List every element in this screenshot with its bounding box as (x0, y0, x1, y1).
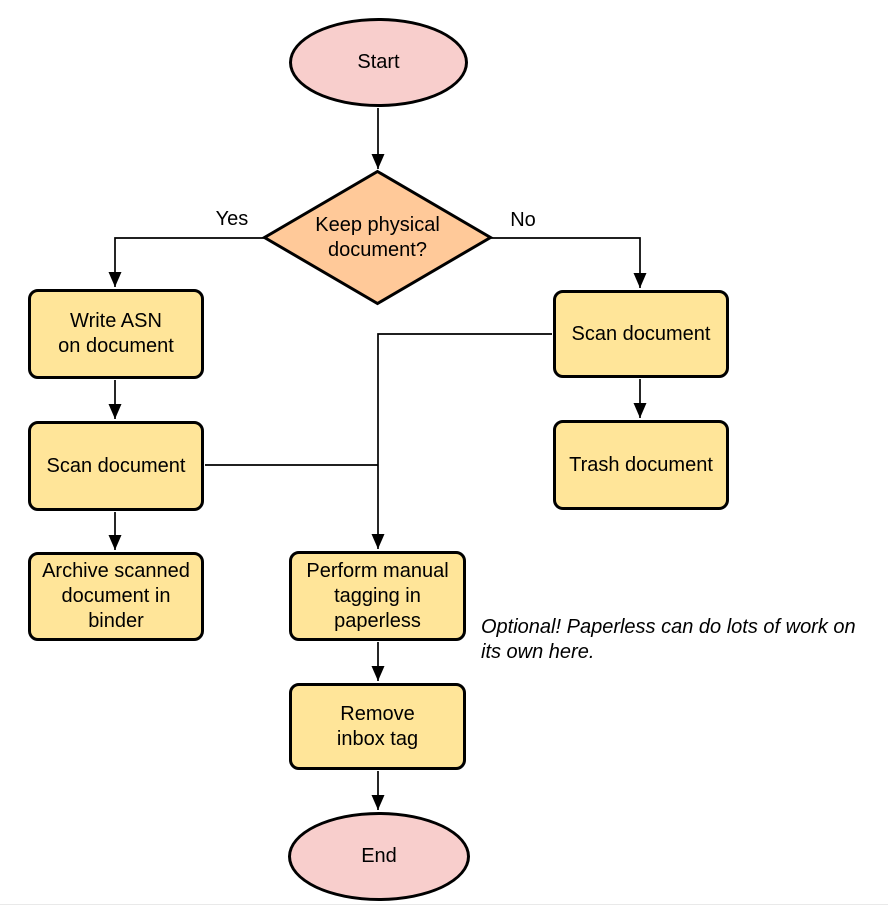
node-end: End (288, 812, 470, 901)
node-remove-inbox: Remove inbox tag (289, 683, 466, 770)
node-decision-label: Keep physical document? (315, 214, 440, 261)
node-decision-shape (261, 169, 494, 306)
edge-decision-writeasn (108, 237, 264, 287)
node-scan-left-label: Scan document (46, 454, 186, 477)
optional-note-text: Optional! Paperless can do lots of work … (481, 616, 856, 663)
edge-label-no: No (494, 209, 552, 232)
node-start: Start (289, 18, 468, 107)
edge-label-yes: Yes (200, 208, 264, 231)
node-scan-right: Scan document (553, 290, 729, 378)
page-bottom-divider (0, 904, 888, 905)
node-tagging: Perform manual tagging in paperless (289, 551, 466, 641)
node-trash-label: Trash document (569, 453, 713, 476)
optional-note: Optional! Paperless can do lots of work … (481, 591, 887, 664)
node-scan-right-label: Scan document (571, 322, 711, 345)
node-remove-inbox-label: Remove inbox tag (336, 702, 419, 750)
node-archive-label: Archive scanned document in binder (42, 560, 190, 632)
edge-decision-scanright (491, 237, 647, 288)
edge-label-yes-text: Yes (215, 208, 249, 230)
node-tagging-label: Perform manual tagging in paperless (306, 559, 449, 632)
node-write-asn: Write ASN on document (28, 289, 204, 379)
node-trash: Trash document (553, 420, 729, 510)
node-scan-left: Scan document (28, 421, 204, 511)
edge-label-no-text: No (510, 209, 536, 231)
edge-scanright-tagging (371, 333, 552, 549)
node-archive: Archive scanned document in binder (28, 552, 204, 641)
node-end-label: End (361, 845, 397, 867)
node-start-label: Start (357, 51, 400, 73)
node-decision: Keep physical document? (287, 212, 468, 264)
node-write-asn-label: Write ASN on document (58, 310, 174, 357)
